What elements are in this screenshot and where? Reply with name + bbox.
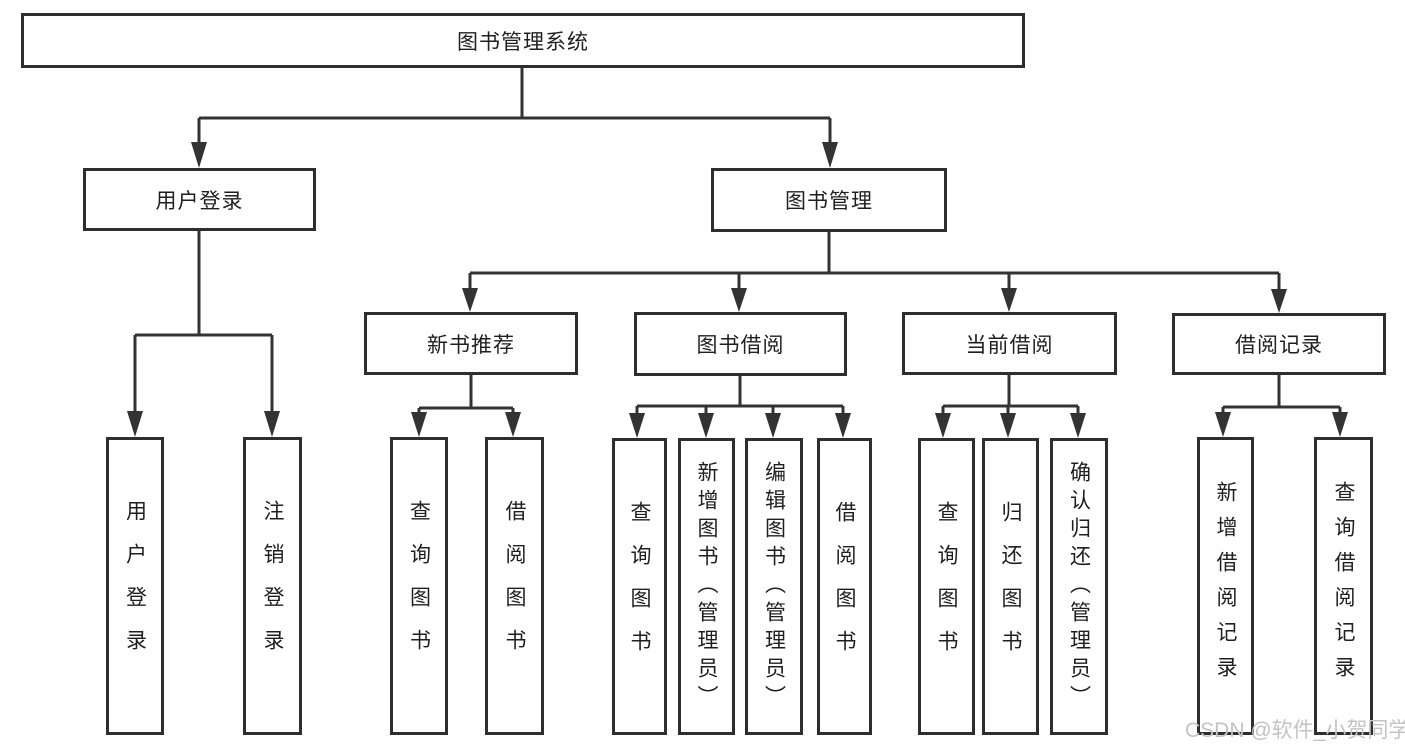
leaf-query-book-2-label: 查询图书 [628, 500, 651, 673]
leaf-borrow-book-2-label: 借阅图书 [833, 500, 856, 673]
node-book-management-label: 图书管理 [785, 190, 873, 213]
node-borrow-record-label: 借阅记录 [1235, 334, 1323, 357]
leaf-edit-book-admin: 编辑图书（管理员） [745, 438, 803, 735]
node-user-login: 用户登录 [83, 168, 316, 231]
leaf-user-login-label: 用户登录 [123, 500, 147, 672]
node-current-borrow: 当前借阅 [902, 312, 1117, 375]
leaf-query-borrow-record: 查询借阅记录 [1314, 437, 1373, 735]
leaf-user-login: 用户登录 [106, 437, 164, 735]
node-new-book-recommend-label: 新书推荐 [427, 333, 515, 357]
leaf-edit-book-admin-label: 编辑图书（管理员） [762, 460, 786, 713]
node-book-borrow: 图书借阅 [634, 312, 847, 376]
leaf-query-book-1-label: 查询图书 [407, 500, 431, 672]
leaf-logout: 注销登录 [243, 437, 302, 735]
leaf-confirm-return-admin-label: 确认归还（管理员） [1067, 460, 1091, 713]
leaf-query-borrow-record-label: 查询借阅记录 [1332, 481, 1355, 691]
csdn-watermark: CSDN @软件_小贺同学 [1185, 719, 1405, 742]
leaf-return-book: 归还图书 [982, 438, 1039, 735]
leaf-confirm-return-admin: 确认归还（管理员） [1050, 438, 1108, 735]
node-root-system: 图书管理系统 [21, 13, 1025, 68]
leaf-return-book-label: 归还图书 [999, 500, 1022, 673]
leaf-add-book-admin: 新增图书（管理员） [678, 438, 735, 735]
node-new-book-recommend: 新书推荐 [364, 312, 578, 375]
leaf-logout-label: 注销登录 [261, 500, 284, 672]
leaf-add-borrow-record: 新增借阅记录 [1197, 437, 1254, 735]
leaf-borrow-book-1: 借阅图书 [485, 437, 544, 735]
node-current-borrow-label: 当前借阅 [965, 333, 1054, 357]
leaf-add-book-admin-label: 新增图书（管理员） [695, 460, 718, 713]
leaf-add-borrow-record-label: 新增借阅记录 [1214, 481, 1237, 691]
leaf-query-book-3: 查询图书 [918, 438, 975, 735]
node-user-login-label: 用户登录 [155, 189, 244, 213]
leaf-borrow-book-1-label: 借阅图书 [503, 500, 526, 672]
node-root-label: 图书管理系统 [457, 30, 589, 54]
leaf-query-book-1: 查询图书 [390, 437, 448, 735]
leaf-query-book-3-label: 查询图书 [935, 500, 958, 673]
arrowheads [127, 142, 1348, 438]
node-borrow-record: 借阅记录 [1172, 313, 1386, 375]
node-book-management: 图书管理 [711, 168, 947, 232]
leaf-query-book-2: 查询图书 [612, 438, 667, 735]
node-book-borrow-label: 图书借阅 [696, 334, 785, 357]
leaf-borrow-book-2: 借阅图书 [817, 438, 872, 735]
